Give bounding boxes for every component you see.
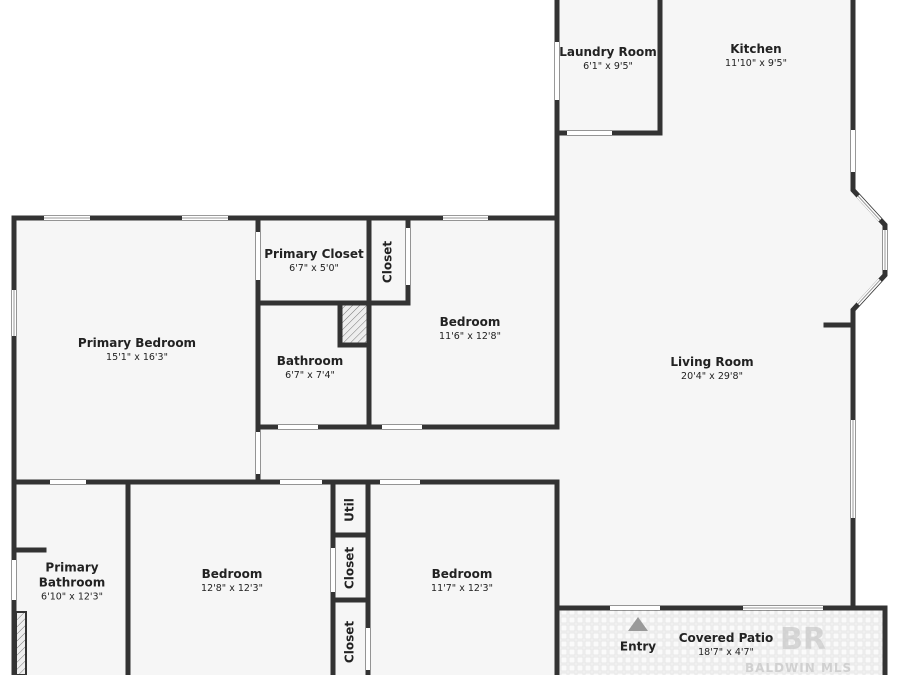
room-label-closet: Closet — [380, 240, 395, 284]
room-label-entry: Entry — [619, 639, 657, 654]
entry-arrow-icon — [628, 617, 648, 631]
room-label-util: Util — [342, 498, 357, 522]
windows-doors — [12, 42, 887, 670]
room-floors — [14, 0, 885, 675]
room-label-closet-3: Closet — [342, 620, 357, 664]
covered-patio-floor — [557, 608, 885, 675]
chase-hatch — [340, 305, 368, 345]
room-label-closet-2: Closet — [342, 546, 357, 590]
watermark-text: BALDWIN MLS — [745, 661, 853, 675]
watermark-logo: BR — [780, 622, 826, 657]
